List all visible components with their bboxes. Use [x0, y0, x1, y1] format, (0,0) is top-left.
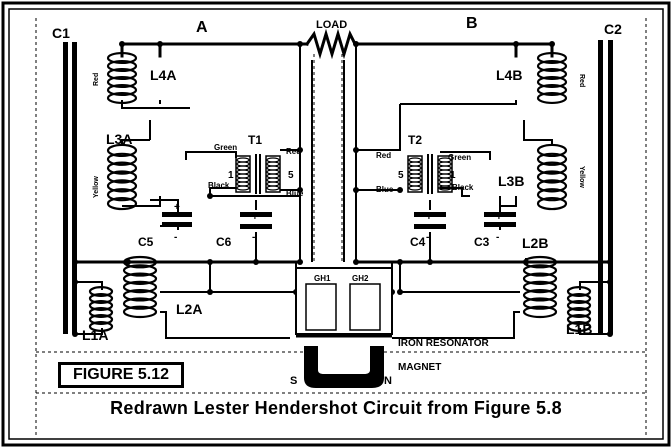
label-iron-resonator: IRON RESONATOR — [398, 338, 490, 349]
t1-blue: Blue — [286, 189, 304, 198]
t1-pin-right: 5 — [288, 170, 294, 181]
figure-label: FIGURE 5.12 — [58, 362, 184, 388]
capacitor-c5 — [162, 212, 192, 227]
t2-blue: Blue — [376, 185, 394, 194]
label-t1: T1 — [248, 133, 262, 147]
coil-l4a — [106, 51, 138, 105]
label-c5: C5 — [138, 235, 154, 249]
t1-green: Green — [214, 143, 237, 152]
capacitor-plate-c2 — [598, 40, 613, 334]
t2-red: Red — [376, 151, 391, 160]
coil-l3b — [536, 143, 568, 211]
label-c6: C6 — [216, 235, 232, 249]
t1-black: Black — [208, 181, 230, 190]
label-c4: C4 — [410, 235, 426, 249]
capacitor-c6 — [240, 212, 272, 229]
label-magnet: MAGNET — [398, 362, 441, 373]
label-gh1: GH1 — [314, 274, 331, 283]
label-l3a: L3A — [106, 131, 132, 147]
c5-plus: + — [174, 202, 180, 213]
t2-green: Green — [448, 153, 471, 162]
wire-red-l4a: Red — [93, 73, 100, 86]
c6-minus: - — [252, 232, 255, 243]
c3-minus: - — [496, 232, 499, 243]
label-load: LOAD — [316, 19, 347, 31]
wire-yellow-l3a: Yellow — [93, 176, 100, 198]
coil-l4b — [536, 51, 568, 105]
diagram-caption: Redrawn Lester Hendershot Circuit from F… — [110, 398, 562, 418]
magnet — [304, 346, 384, 388]
load-resistor — [304, 28, 358, 262]
wire-yellow-l3b: Yellow — [578, 166, 585, 188]
label-l3b: L3B — [498, 173, 524, 189]
label-l4a: L4A — [150, 67, 176, 83]
label-l4b: L4B — [496, 67, 522, 83]
coil-l3a — [106, 143, 138, 211]
label-c1: C1 — [52, 25, 70, 41]
coil-l1b — [566, 286, 592, 332]
label-t2: T2 — [408, 133, 422, 147]
t1-red: Red — [286, 147, 301, 156]
t2-black: Black — [452, 183, 474, 192]
c6-plus: + — [252, 212, 258, 223]
junction-dots — [72, 41, 613, 337]
label-l2b: L2B — [522, 235, 548, 251]
coil-l2b — [522, 255, 558, 319]
capacitor-c4 — [414, 212, 446, 229]
t2-pin-right: 1 — [450, 170, 456, 181]
t2-secondary-winding — [438, 157, 452, 191]
t2-pin-left: 5 — [398, 170, 404, 181]
c5-minus: - — [174, 232, 177, 243]
label-magnet-north: N — [384, 375, 392, 387]
coil-l1a — [88, 286, 114, 332]
capacitor-plate-c1 — [63, 42, 77, 334]
label-a: A — [196, 19, 208, 36]
label-gh2: GH2 — [352, 274, 369, 283]
capacitor-c3 — [484, 212, 516, 227]
inner-frame — [8, 8, 664, 440]
t1-pin-left: 1 — [228, 170, 234, 181]
coil-l2a — [122, 255, 158, 319]
transformer-t1 — [235, 154, 281, 194]
t1-primary-winding — [236, 157, 250, 191]
labels: A B LOAD C1 C2 L4A L3A L2A L1A L4B L3B L… — [52, 15, 622, 387]
c4-minus: - — [426, 232, 429, 243]
wire-red-l4b: Red — [578, 74, 585, 87]
label-c2: C2 — [604, 21, 622, 37]
iron-resonator — [295, 267, 393, 338]
label-magnet-south: S — [290, 375, 297, 387]
transformer-t2 — [407, 154, 453, 194]
t1-secondary-winding — [266, 157, 280, 191]
c4-plus: + — [426, 212, 432, 223]
label-l2a: L2A — [176, 301, 202, 317]
label-b: B — [466, 15, 478, 32]
label-c3: C3 — [474, 235, 490, 249]
c3-plus: + — [496, 212, 502, 223]
t2-primary-winding — [408, 157, 422, 191]
label-l1b: L1B — [566, 321, 592, 337]
label-l1a: L1A — [82, 327, 108, 343]
